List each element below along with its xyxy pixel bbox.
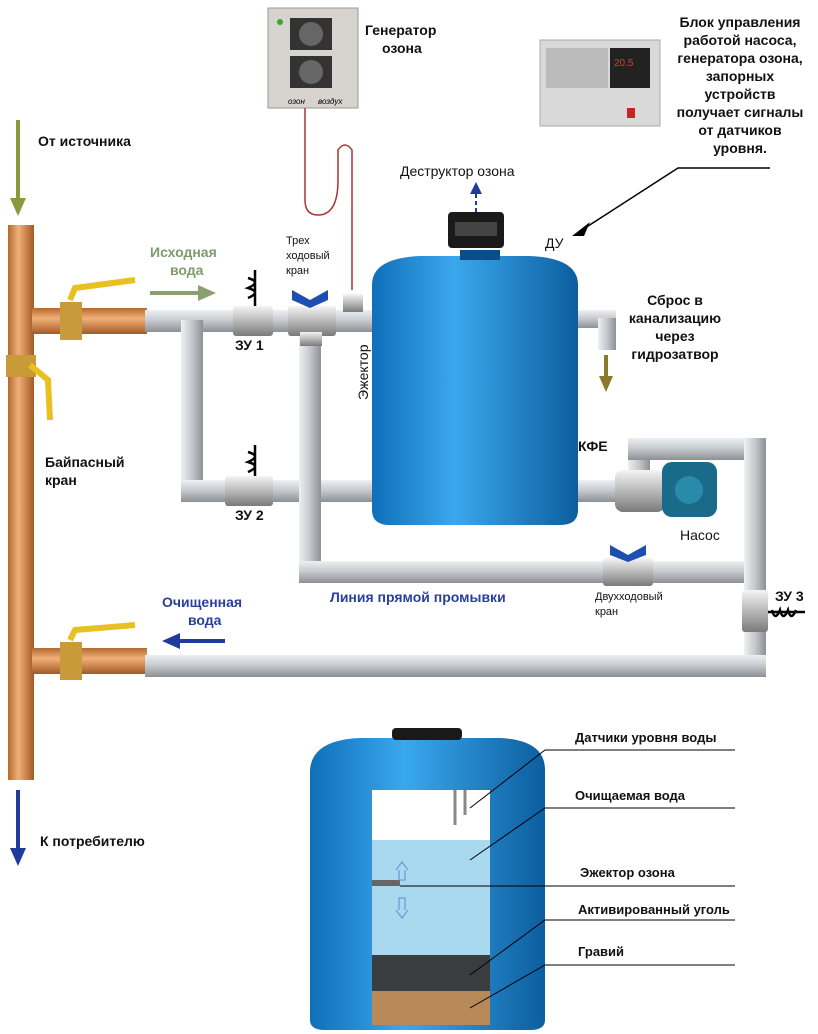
from-source-arrow-icon	[10, 120, 26, 216]
ejector-label: Эжектор	[355, 344, 371, 400]
to-consumer-arrow-icon	[10, 790, 26, 866]
control-block: 20.5	[539, 39, 661, 127]
source-water-arrow-icon	[150, 285, 216, 301]
treated-water-label: Очищаемая вода	[575, 788, 686, 803]
signal-arrow-icon	[572, 222, 590, 236]
zu1-label: ЗУ 1	[235, 337, 264, 353]
zu1-valve[interactable]	[233, 270, 273, 336]
level-sensor-label: ДУ	[545, 235, 564, 251]
ozone-destructor-label: Деструктор озона	[400, 163, 515, 179]
flush-line-label: Линия прямой промывки	[330, 589, 506, 605]
to-consumer-label: К потребителю	[40, 833, 145, 849]
zu3-label: ЗУ 3	[775, 588, 804, 604]
purified-water-arrow-icon	[162, 633, 225, 649]
destructor-exhaust-arrow-icon	[470, 182, 482, 212]
ozone-ejector-label: Эжектор озона	[580, 865, 676, 880]
copper-inlet-stub	[32, 308, 147, 334]
cutaway-leader-lines	[400, 749, 735, 1009]
main-tank	[372, 250, 578, 525]
inlet-ball-valve[interactable]	[60, 277, 136, 340]
drain-arrow-icon	[599, 355, 613, 392]
from-source-label: От источника	[38, 133, 131, 149]
zu2-valve[interactable]	[225, 445, 273, 506]
copper-main-pipe	[8, 225, 34, 780]
sensors-label: Датчики уровня воды	[575, 730, 716, 745]
ozone-tube	[304, 108, 353, 290]
bypass-ball-valve[interactable]	[6, 355, 53, 421]
pump-label: Насос	[680, 527, 720, 543]
gravel-label: Гравий	[578, 944, 624, 959]
outlet-ball-valve[interactable]	[60, 622, 136, 680]
svg-text:20.5: 20.5	[614, 58, 634, 69]
signal-leader-line	[584, 167, 770, 229]
zu3-valve[interactable]	[742, 590, 805, 632]
zu2-label: ЗУ 2	[235, 507, 264, 523]
ejector-tee	[343, 294, 363, 312]
svg-text:озон: озон	[288, 97, 305, 106]
ozone-destructor	[448, 212, 504, 248]
kfe-label: КФЕ	[578, 438, 608, 454]
pump	[615, 462, 717, 517]
ozone-generator: озон воздух	[267, 7, 359, 109]
three-way-valve[interactable]	[288, 290, 336, 346]
svg-text:воздух: воздух	[318, 97, 343, 106]
activated-carbon-label: Активированный уголь	[578, 902, 730, 917]
copper-outlet-stub	[32, 648, 147, 674]
two-way-valve[interactable]	[603, 545, 653, 586]
cutaway-tank	[310, 728, 545, 1030]
